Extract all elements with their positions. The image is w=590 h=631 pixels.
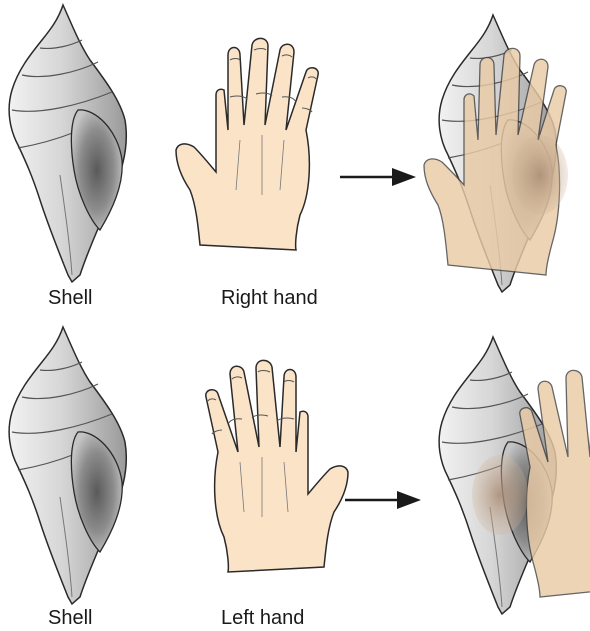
label-shell-top: Shell [48,287,92,310]
shell-left-hand-overlay [439,337,590,614]
shell-right-hand-overlay [424,15,568,292]
label-right-hand: Right hand [221,287,318,310]
right-hand-illustration [176,38,318,250]
label-shell-bottom: Shell [48,607,92,630]
label-left-hand: Left hand [221,607,304,630]
arrow-top [340,168,416,186]
left-hand-illustration [206,360,348,572]
arrow-bottom [345,491,421,509]
shell-illustration-top [9,5,126,282]
shell-illustration-bottom [9,327,126,604]
